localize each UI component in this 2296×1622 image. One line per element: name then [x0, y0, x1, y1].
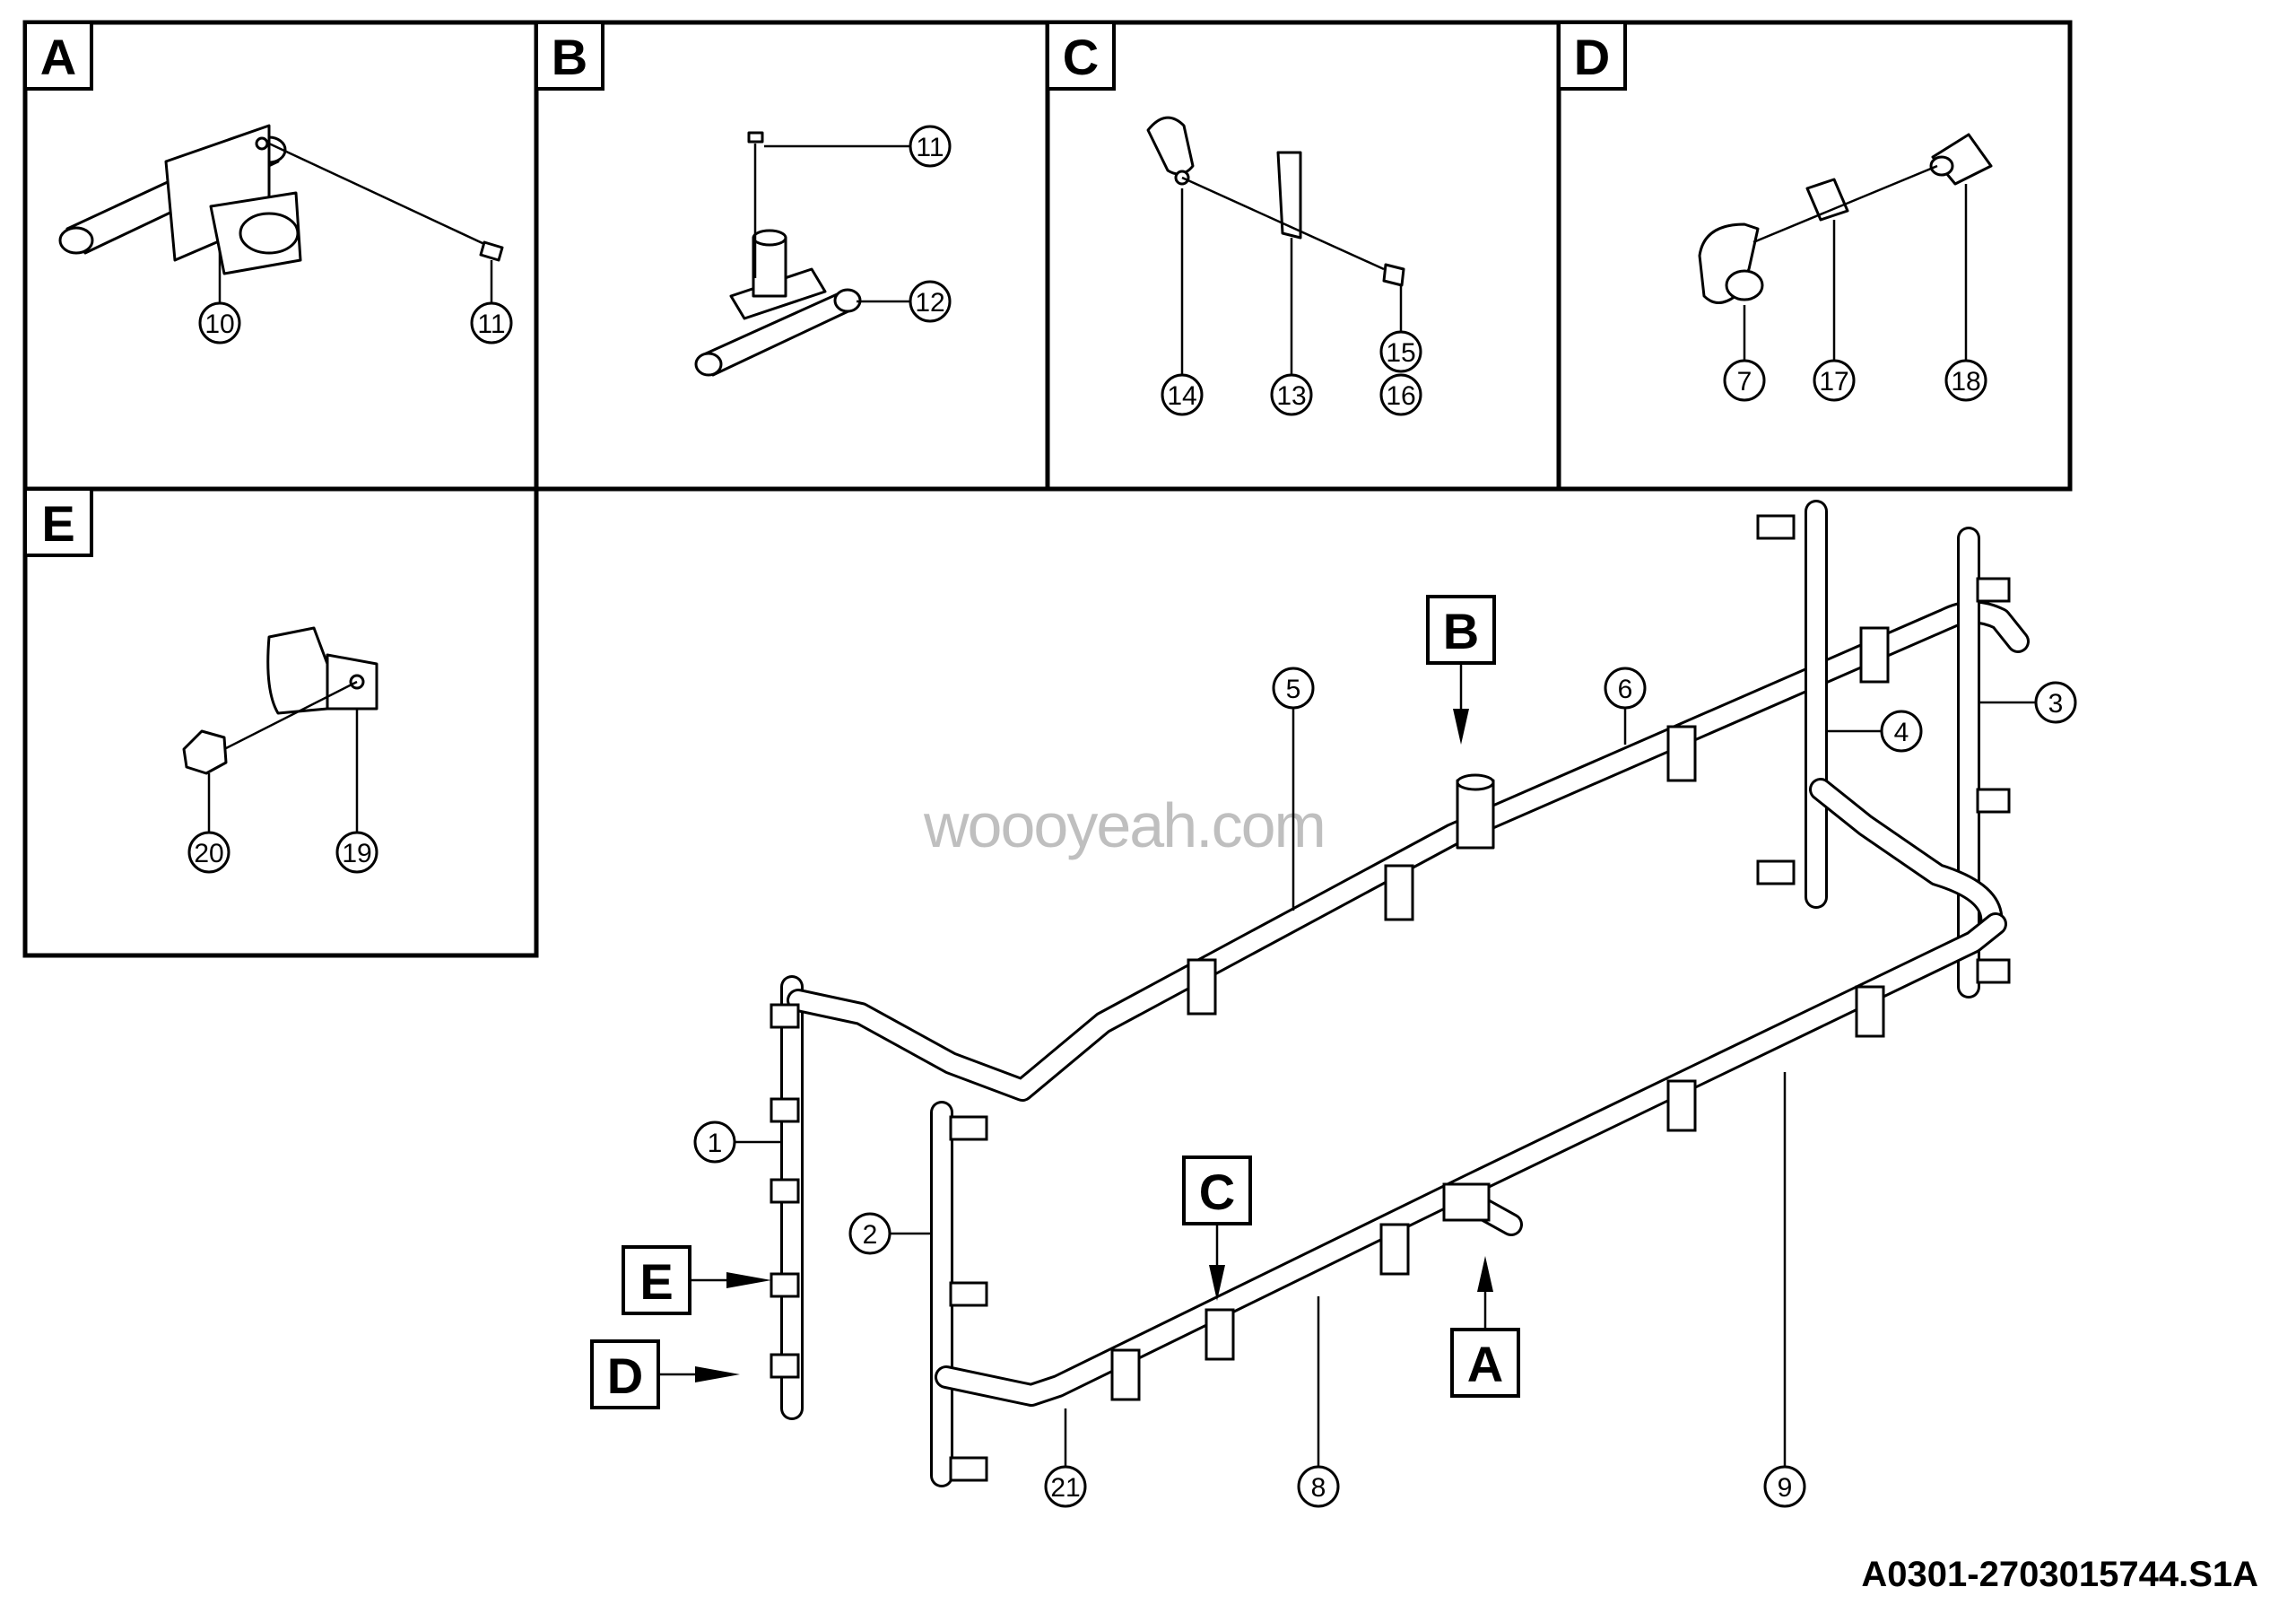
detail-tag-d: D — [1557, 21, 1627, 91]
svg-text:4: 4 — [1894, 718, 1909, 747]
callout-14: 14 — [1161, 188, 1204, 416]
detail-frame-c — [1045, 20, 1561, 492]
svg-text:B: B — [1443, 603, 1479, 659]
callout-6: 6 — [1604, 667, 1647, 745]
svg-text:13: 13 — [1276, 381, 1306, 411]
detail-a-drawing — [58, 124, 504, 275]
svg-text:C: C — [1063, 29, 1099, 85]
svg-text:8: 8 — [1311, 1473, 1326, 1503]
svg-text:A: A — [40, 29, 76, 85]
detail-frame-b — [534, 20, 1050, 492]
svg-text:E: E — [41, 495, 74, 552]
callout-9: 9 — [1763, 1072, 1806, 1508]
callout-18: 18 — [1944, 184, 1987, 402]
detail-e-drawing — [182, 626, 378, 775]
svg-text:19: 19 — [342, 839, 371, 868]
callout-21: 21 — [1044, 1408, 1087, 1508]
view-marker-d: D — [590, 1339, 740, 1409]
svg-text:18: 18 — [1951, 367, 1980, 397]
callout-15: 15 — [1379, 285, 1422, 373]
view-marker-a: A — [1450, 1256, 1520, 1398]
svg-text:17: 17 — [1819, 367, 1848, 397]
svg-text:7: 7 — [1737, 367, 1752, 397]
svg-text:1: 1 — [708, 1129, 723, 1158]
svg-text:E: E — [639, 1253, 673, 1310]
callout-19: 19 — [335, 709, 378, 874]
svg-text:B: B — [552, 29, 587, 85]
svg-text:A: A — [1467, 1336, 1503, 1392]
detail-frame-e — [22, 486, 539, 958]
callout-5: 5 — [1272, 667, 1315, 911]
callout-13: 13 — [1270, 238, 1313, 416]
svg-text:15: 15 — [1386, 338, 1415, 368]
detail-tag-a: A — [23, 21, 93, 91]
callout-17: 17 — [1813, 220, 1856, 402]
callout-7: 7 — [1723, 305, 1766, 402]
callout-12: 12 — [857, 280, 952, 323]
detail-d-drawing — [1698, 133, 1993, 304]
svg-text:9: 9 — [1778, 1473, 1793, 1503]
detail-tag-e: E — [23, 487, 93, 557]
callout-4: 4 — [1828, 710, 1923, 753]
svg-text:10: 10 — [204, 310, 234, 339]
callout-1: 1 — [693, 1121, 780, 1164]
callout-8: 8 — [1297, 1296, 1340, 1508]
svg-text:21: 21 — [1050, 1473, 1080, 1503]
svg-text:6: 6 — [1618, 675, 1633, 704]
drawing-code: A0301-2703015744.S1A — [1861, 1555, 2258, 1594]
svg-text:16: 16 — [1386, 381, 1415, 411]
callout-3: 3 — [1980, 681, 2077, 724]
callout-11-a: 11 — [470, 260, 513, 344]
callout-11-b: 11 — [764, 125, 952, 168]
callout-10: 10 — [198, 251, 241, 344]
callout-2: 2 — [848, 1212, 931, 1255]
detail-frame-d — [1556, 20, 2073, 492]
svg-text:2: 2 — [863, 1220, 878, 1250]
svg-text:12: 12 — [915, 288, 944, 318]
callout-16: 16 — [1379, 373, 1422, 416]
svg-text:D: D — [1574, 29, 1610, 85]
svg-text:11: 11 — [916, 133, 944, 162]
svg-text:3: 3 — [2048, 689, 2064, 719]
main-assembly-drawing — [770, 500, 2030, 1487]
svg-text:14: 14 — [1167, 381, 1196, 411]
view-marker-b: B — [1426, 595, 1496, 745]
detail-tag-b: B — [535, 21, 604, 91]
svg-text:5: 5 — [1286, 675, 1301, 704]
view-marker-e: E — [622, 1245, 771, 1315]
svg-text:C: C — [1199, 1164, 1235, 1220]
callout-20: 20 — [187, 773, 230, 874]
svg-text:20: 20 — [194, 839, 223, 868]
svg-text:11: 11 — [477, 310, 505, 339]
watermark: woooyeah.com — [924, 790, 1326, 860]
svg-text:D: D — [607, 1347, 643, 1404]
detail-tag-c: C — [1046, 21, 1116, 91]
view-marker-c: C — [1182, 1155, 1252, 1301]
detail-b-drawing — [694, 131, 862, 377]
detail-c-drawing — [1146, 116, 1405, 287]
